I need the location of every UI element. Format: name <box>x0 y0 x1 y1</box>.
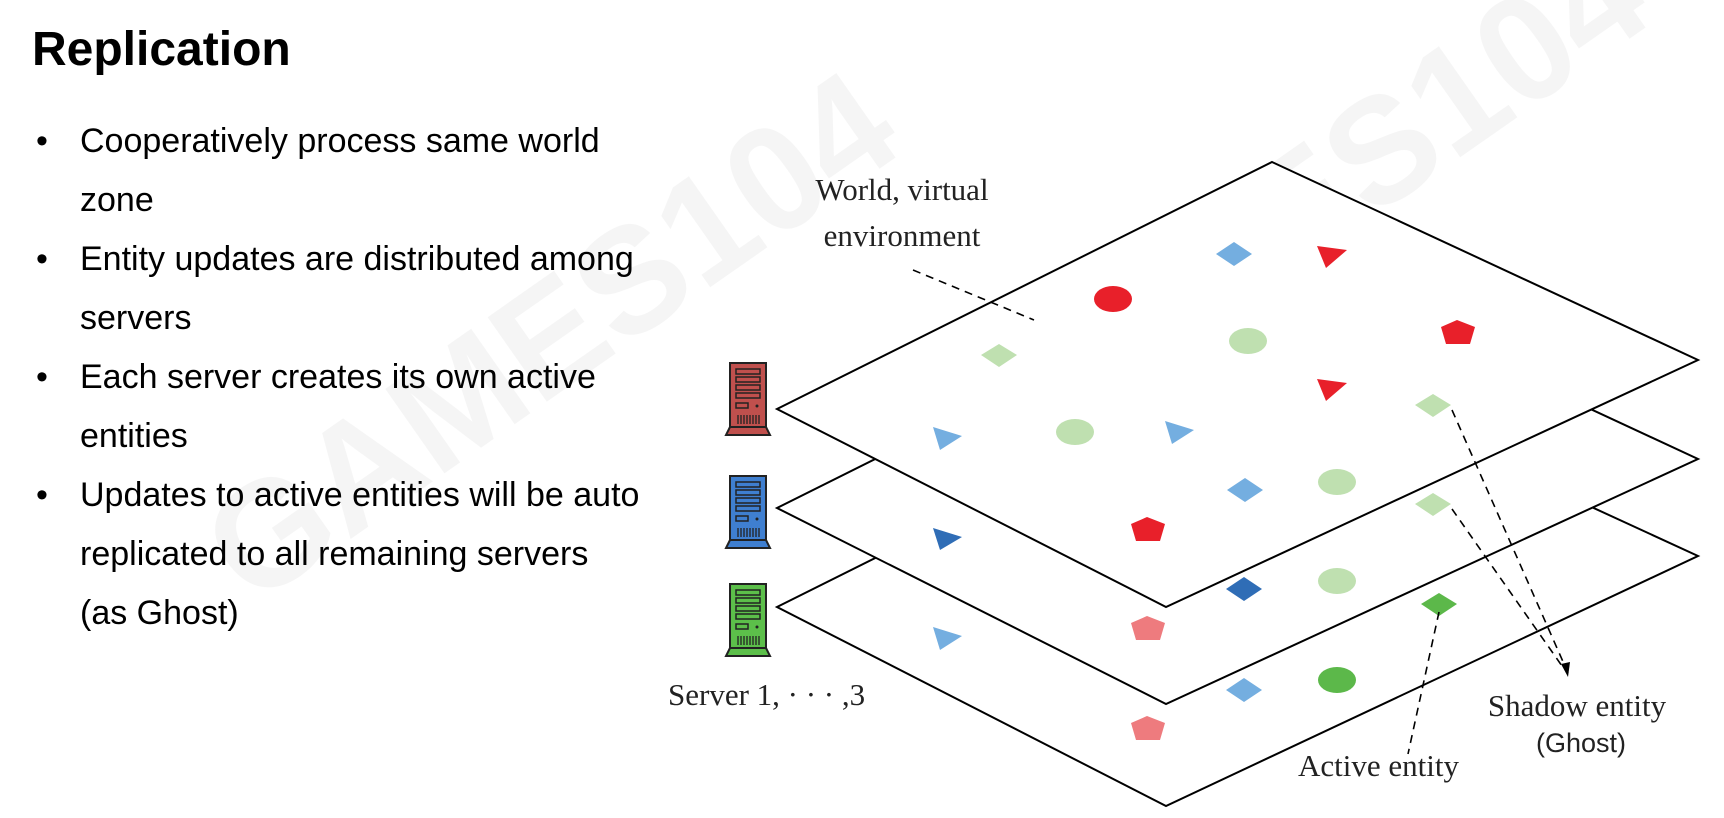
entity-pink-pentagon <box>1131 616 1165 640</box>
bullet-icon: • <box>36 476 48 514</box>
entity-dark-blue-triangle <box>933 528 962 550</box>
slide-title: Replication <box>32 23 291 76</box>
entity-ghost-diamond <box>981 344 1017 367</box>
server-2-icon <box>725 475 771 549</box>
bullet-item: • Entity updates are distributed among se… <box>0 230 640 348</box>
entity-light-blue-triangle <box>933 627 962 650</box>
entity-red-triangle <box>1317 379 1347 401</box>
entity-pink-pentagon <box>1131 716 1165 740</box>
bullet-list: • Cooperatively process same world zone •… <box>0 112 640 643</box>
server-label: Server 1, · · · ,3 <box>668 677 865 712</box>
bullet-item: • Each server creates its own active enti… <box>0 348 640 466</box>
entity-dark-blue-diamond <box>1226 577 1262 601</box>
world-label: World, virtual <box>815 172 988 207</box>
entity-active-green-diamond <box>1421 593 1457 616</box>
bullet-text: Updates to active entities will be auto … <box>80 476 640 632</box>
entity-red-triangle <box>1317 246 1347 268</box>
entity-ghost-circle <box>1056 419 1094 445</box>
arrowhead-icon <box>1561 662 1570 677</box>
entity-ghost-diamond <box>1415 394 1451 417</box>
world-label: environment <box>824 218 981 253</box>
entity-light-blue-diamond <box>1216 242 1252 266</box>
bullet-item: • Cooperatively process same world zone <box>0 112 640 230</box>
entity-ghost-circle <box>1318 469 1356 495</box>
world-leader-line <box>912 269 1035 321</box>
entity-red-pentagon <box>1441 320 1475 344</box>
bullet-icon: • <box>36 358 48 396</box>
entity-light-blue-diamond <box>1227 478 1263 502</box>
server-3-icon <box>725 583 771 657</box>
bullet-text: Each server creates its own active entit… <box>80 358 596 455</box>
entity-light-blue-triangle <box>1165 421 1194 444</box>
shadow-entity-label: Shadow entity <box>1488 688 1667 723</box>
bullet-icon: • <box>36 122 48 160</box>
entity-ghost-circle <box>1318 568 1356 594</box>
entity-red-circle <box>1094 286 1132 312</box>
world-plane-server-1 <box>774 160 1701 609</box>
bullet-item: • Updates to active entities will be auto… <box>0 466 640 643</box>
entity-green-circle <box>1318 667 1356 693</box>
active-leader-line <box>1407 611 1440 755</box>
ghost-label: (Ghost) <box>1536 728 1626 758</box>
shadow-leader-line <box>1451 409 1569 674</box>
bullet-text: Entity updates are distributed among ser… <box>80 240 634 337</box>
entity-ghost-circle <box>1229 328 1267 354</box>
entity-light-blue-triangle <box>933 427 962 450</box>
bullet-icon: • <box>36 240 48 278</box>
shadow-leader-line <box>1451 508 1563 667</box>
entity-red-pentagon <box>1131 517 1165 541</box>
bullet-text: Cooperatively process same world zone <box>80 122 600 219</box>
server-1-icon <box>725 362 771 436</box>
entity-light-blue-diamond <box>1226 678 1262 702</box>
entity-ghost-diamond <box>1415 493 1451 516</box>
active-entity-label: Active entity <box>1298 748 1459 783</box>
